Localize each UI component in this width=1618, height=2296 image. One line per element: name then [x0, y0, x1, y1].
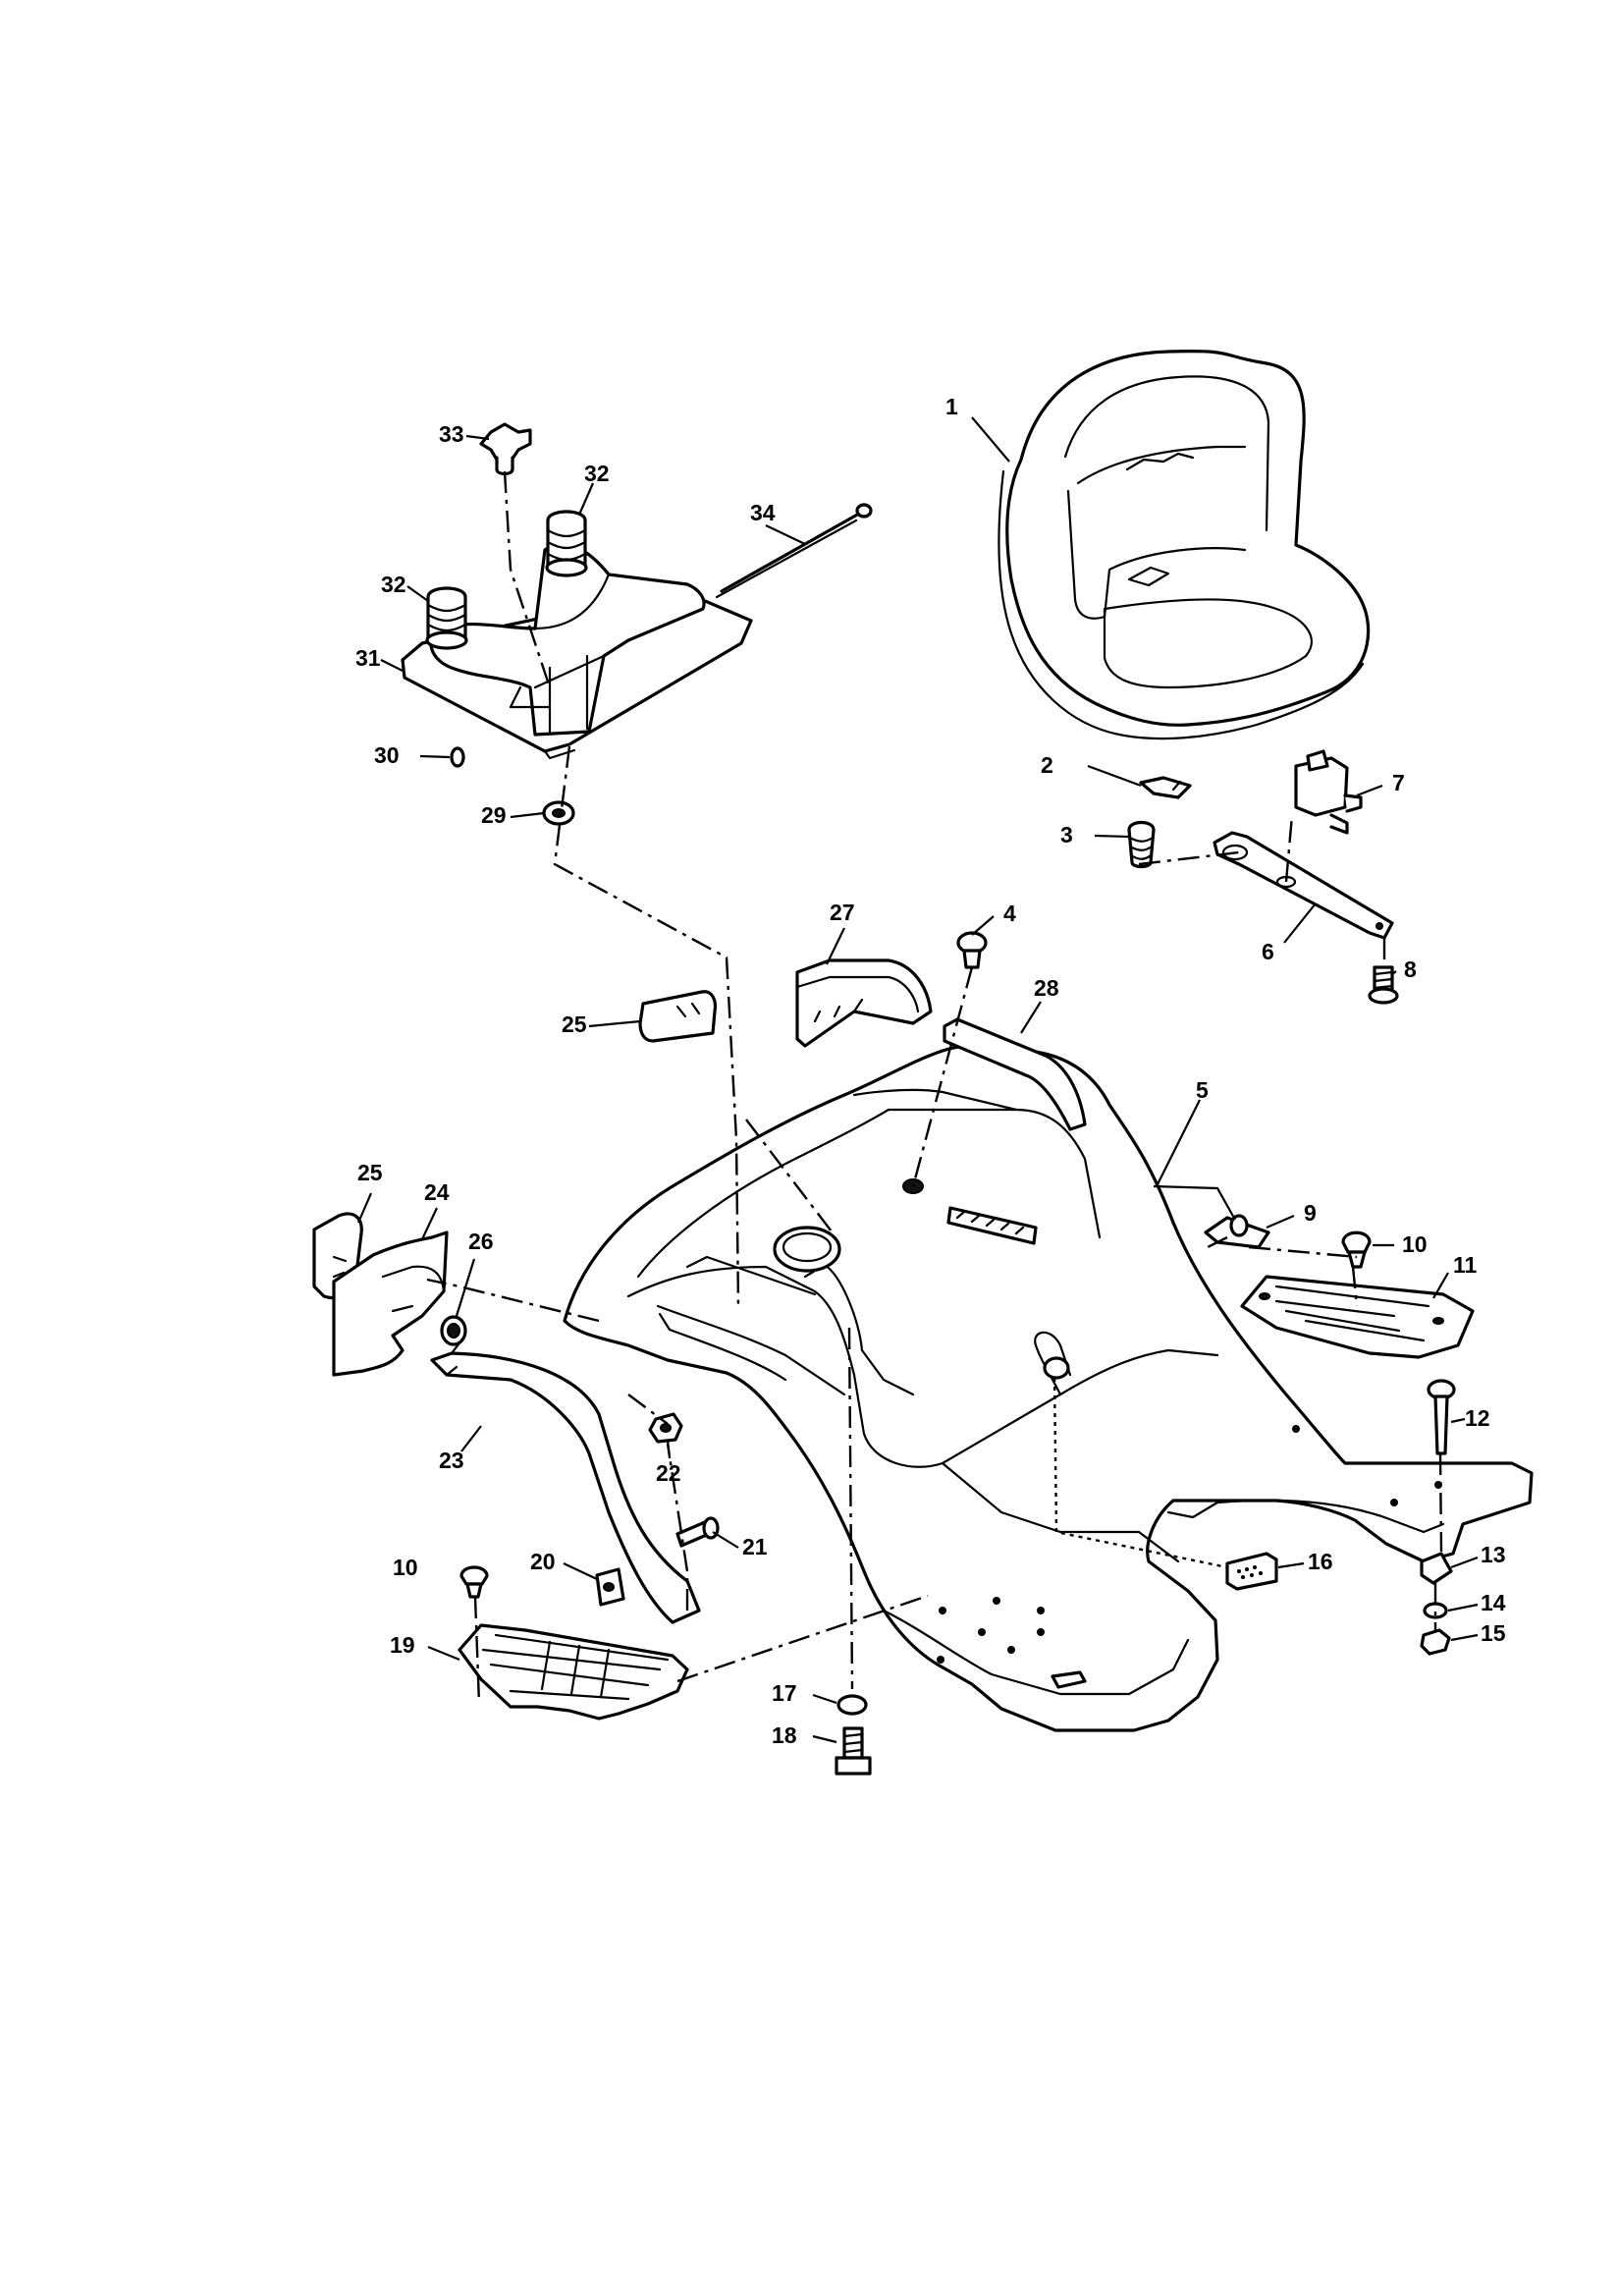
callout-26: 26 — [468, 1229, 494, 1254]
callout-25-upper: 25 — [562, 1011, 587, 1037]
screw-4 — [956, 931, 988, 969]
callout-1: 1 — [945, 394, 958, 419]
adjustment-knob — [479, 422, 532, 476]
callout-31: 31 — [355, 645, 381, 671]
seat — [998, 350, 1371, 740]
trim-28 — [943, 1017, 1087, 1131]
callout-18: 18 — [772, 1722, 797, 1748]
callout-10-left: 10 — [393, 1555, 418, 1580]
callout-30: 30 — [374, 742, 400, 768]
clip-13 — [1420, 1552, 1453, 1585]
spring-right — [545, 510, 588, 577]
callout-4: 4 — [1003, 901, 1016, 926]
callout-29: 29 — [481, 802, 507, 828]
nut-22 — [648, 1412, 683, 1444]
callouts: 1 2 3 4 5 6 7 8 9 10 11 12 13 14 15 16 1… — [355, 394, 1506, 1748]
callout-27: 27 — [830, 900, 855, 925]
callout-19: 19 — [390, 1632, 415, 1658]
callout-16: 16 — [1308, 1549, 1333, 1574]
callout-15: 15 — [1481, 1620, 1506, 1646]
callout-5: 5 — [1196, 1077, 1209, 1103]
fastener-10-left — [459, 1565, 489, 1599]
bushing-26 — [440, 1315, 467, 1346]
callout-25-left: 25 — [357, 1160, 383, 1185]
callout-12: 12 — [1465, 1405, 1490, 1431]
leader-lines — [356, 416, 1479, 1744]
callout-32-right: 32 — [584, 461, 610, 486]
bolt-18 — [835, 1726, 872, 1776]
callout-23: 23 — [439, 1448, 464, 1473]
bracket-24 — [332, 1230, 449, 1377]
bolt-12 — [1427, 1379, 1456, 1455]
footplate-19 — [458, 1623, 689, 1721]
callout-20: 20 — [530, 1549, 556, 1574]
callout-9: 9 — [1304, 1200, 1317, 1226]
washer-17 — [836, 1694, 868, 1716]
seat-pan — [401, 422, 873, 826]
callout-21: 21 — [742, 1534, 768, 1559]
block-16 — [1225, 1552, 1278, 1591]
callout-2: 2 — [1041, 752, 1053, 778]
trim-27 — [795, 958, 933, 1048]
callout-28: 28 — [1034, 975, 1059, 1001]
callout-6: 6 — [1262, 939, 1274, 964]
spring-left — [425, 586, 468, 650]
fastener-10-right — [1341, 1230, 1372, 1269]
callout-8: 8 — [1404, 957, 1417, 982]
footplate-11 — [1240, 1275, 1475, 1359]
callout-24: 24 — [424, 1179, 450, 1205]
bumper-25-upper — [638, 990, 718, 1043]
callout-32-left: 32 — [381, 572, 406, 597]
callout-22: 22 — [656, 1460, 681, 1486]
spring-3 — [1127, 820, 1156, 869]
callout-3: 3 — [1060, 822, 1073, 847]
callout-11: 11 — [1453, 1252, 1478, 1278]
callout-10-right: 10 — [1402, 1231, 1428, 1257]
callout-33: 33 — [439, 421, 464, 447]
callout-7: 7 — [1392, 770, 1405, 795]
callout-14: 14 — [1481, 1590, 1506, 1615]
callout-17: 17 — [772, 1680, 797, 1706]
nut-15 — [1420, 1628, 1451, 1656]
callout-13: 13 — [1481, 1542, 1506, 1567]
fender-deck — [563, 1043, 1534, 1732]
clip-20 — [595, 1567, 625, 1607]
seat-switch-parts — [1127, 749, 1399, 1005]
callout-34: 34 — [750, 500, 776, 525]
